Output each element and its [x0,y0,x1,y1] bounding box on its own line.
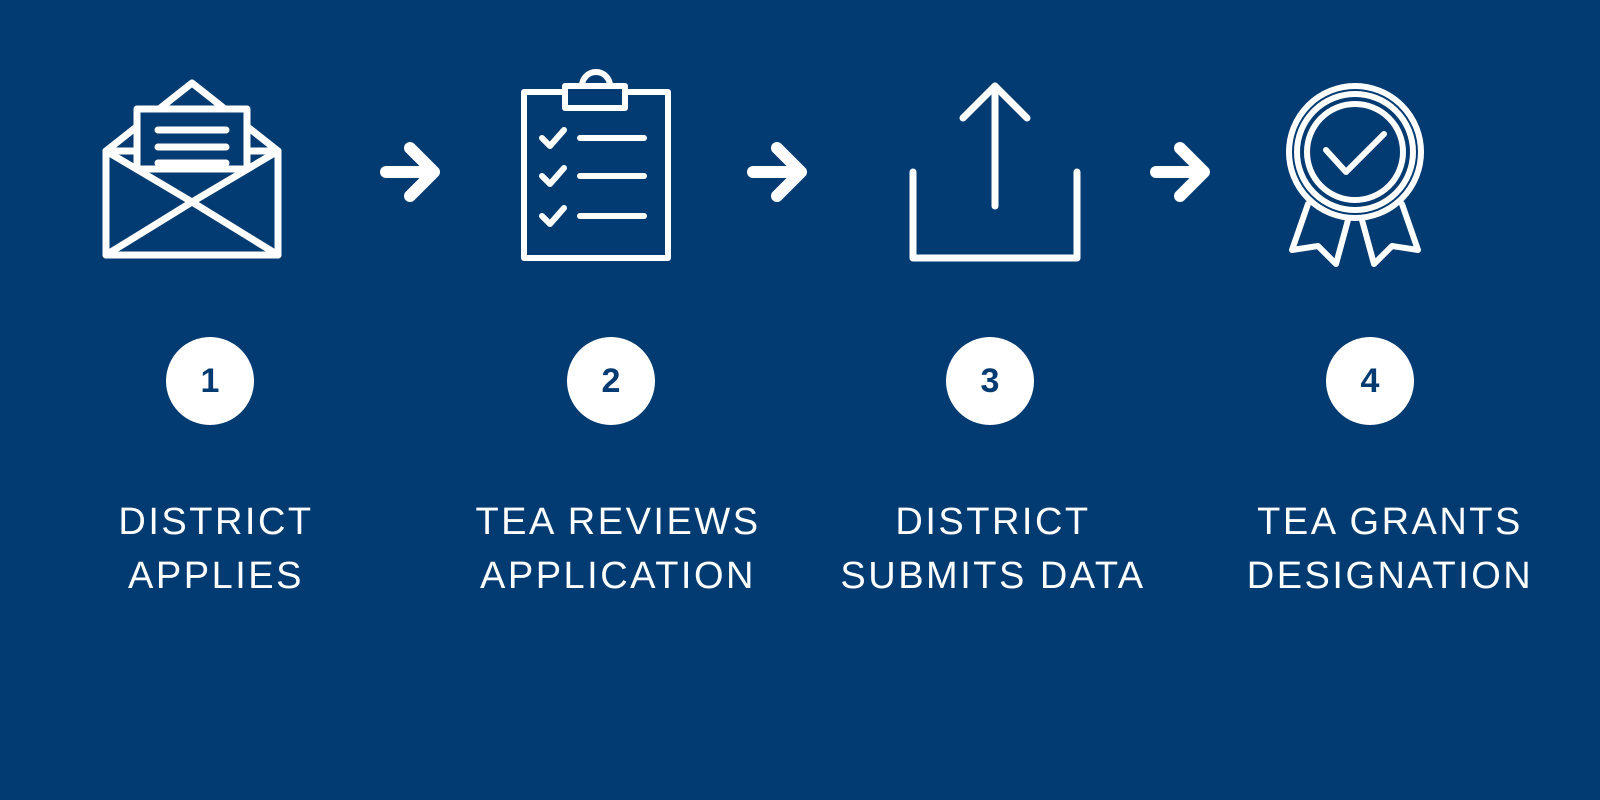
step-label-line: APPLICATION [480,555,756,597]
open-envelope-icon [100,75,286,265]
step-number: 2 [601,362,621,400]
award-ribbon-icon [1280,82,1430,272]
step-label-line: TEA GRANTS [1257,501,1523,543]
step-label: DISTRICT SUBMITS DATA [803,495,1183,603]
step-label-line: SUBMITS DATA [840,555,1146,597]
step-number: 3 [980,362,1000,400]
step-label-line: DISTRICT [118,501,314,543]
step-label: TEA REVIEWS APPLICATION [428,495,808,603]
step-number-badge: 4 [1326,337,1414,425]
step-label-line: DISTRICT [895,501,1091,543]
arrow-right-icon [380,140,442,209]
arrow-right-icon [747,140,809,209]
clipboard-checklist-icon [520,64,672,264]
step-number-badge: 3 [946,337,1034,425]
step-number-badge: 1 [166,337,254,425]
step-number: 1 [200,362,220,400]
step-label-line: DESIGNATION [1246,555,1534,597]
step-label-line: APPLIES [128,555,304,597]
step-label: TEA GRANTS DESIGNATION [1200,495,1580,603]
step-label-line: TEA REVIEWS [475,501,761,543]
step-number: 4 [1360,362,1380,400]
step-label: DISTRICT APPLIES [26,495,406,603]
step-number-badge: 2 [567,337,655,425]
upload-icon [905,78,1085,264]
arrow-right-icon [1150,140,1212,209]
